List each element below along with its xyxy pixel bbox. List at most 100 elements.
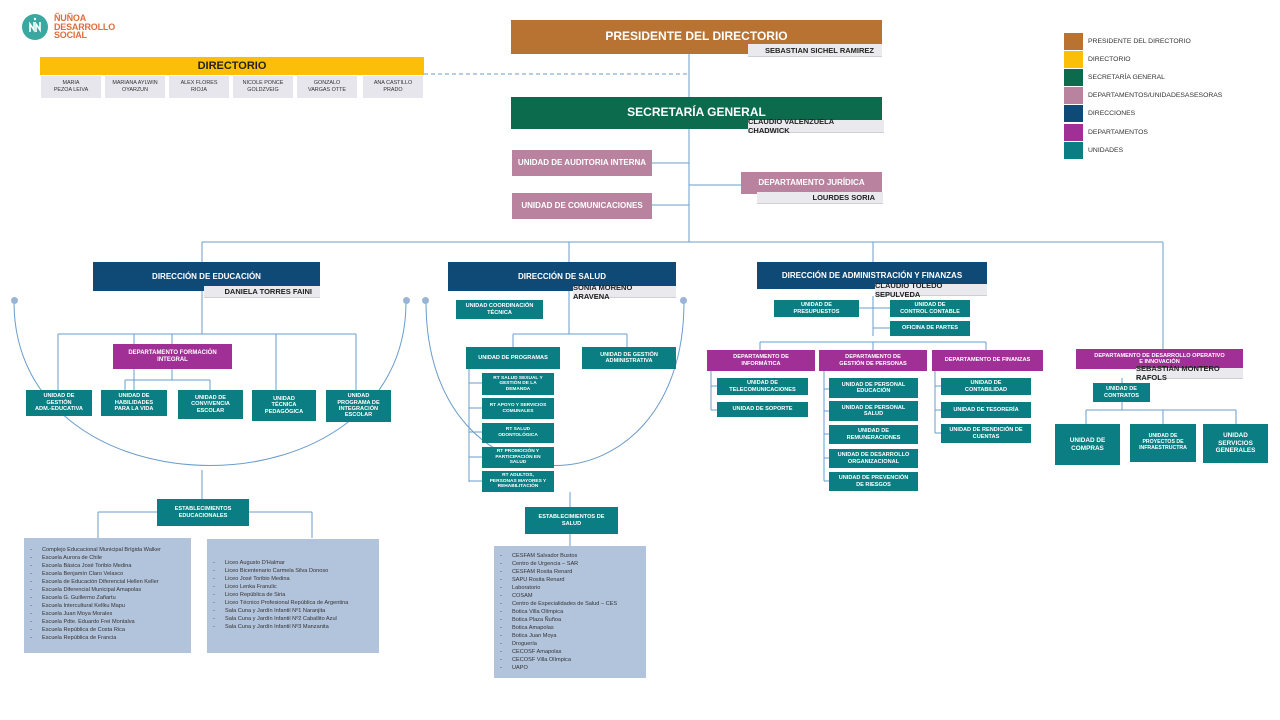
- directorio-member: NICOLE PONCE GOLDZVEIG: [233, 76, 293, 98]
- edu-unit: UNIDAD DE GESTIÓN ADM.-EDUCATIVA: [26, 390, 92, 416]
- rt-unit: RT SALUD SEXUAL Y GESTIÓN DE LA DEMANDA: [482, 373, 554, 395]
- legend-item: UNIDADES: [1064, 141, 1222, 159]
- legend-item: DEPARTAMENTOS: [1064, 123, 1222, 141]
- logo-line: ÑUÑOA: [54, 13, 86, 24]
- finanzas-unit: UNIDAD DE CONTABILIDAD: [941, 378, 1031, 395]
- secretaria-name: CLAUDIO VALENZUELA CHADWICK: [748, 117, 884, 135]
- dept-gestion-personas: DEPARTAMENTO DE GESTIÓN DE PERSONAS: [819, 350, 927, 371]
- directorio-box: DIRECTORIO: [40, 57, 424, 75]
- dept-informatica: DEPARTAMENTO DE INFORMÁTICA: [707, 350, 815, 371]
- legend-swatch: [1064, 105, 1083, 123]
- dept-finanzas: DEPARTAMENTO DE FINANZAS: [932, 350, 1043, 371]
- directorio-member: GONZALO VARGAS OTTE: [297, 76, 357, 98]
- rt-unit: RT APOYO Y SERVICIOS COMUNALES: [482, 398, 554, 419]
- connector-dot: [422, 297, 429, 304]
- health-center-item: -Droguería: [500, 641, 537, 647]
- connector-dot: [11, 297, 18, 304]
- presidente-name: SEBASTIAN SICHEL RAMIREZ: [748, 44, 882, 57]
- legend-swatch: [1064, 123, 1083, 141]
- directorio-member: MARIANA AYLWIN OYARZUN: [105, 76, 165, 98]
- nn-logo-icon: [22, 14, 48, 40]
- school-item: -Escuela Benjamín Claro Velasco: [30, 571, 124, 577]
- unidad-presupuestos: UNIDAD DE PRESUPUESTOS: [774, 300, 859, 317]
- legend-item: SECRETARÍA GENERAL: [1064, 68, 1222, 86]
- health-center-item: -CESFAM Rosita Renard: [500, 569, 573, 575]
- health-center-item: -SAPU Rosita Renard: [500, 577, 565, 583]
- health-center-item: -Centro de Especialidades de Salud – CES: [500, 601, 618, 607]
- personas-unit: UNIDAD DE PERSONAL EDUCACIÓN: [829, 378, 918, 398]
- unidad-control-contable: UNIDAD DE CONTROL CONTABLE: [890, 300, 970, 317]
- schools-list-left: -Complejo Educacional Municipal Brígida …: [24, 538, 191, 653]
- legend-swatch: [1064, 50, 1083, 68]
- logo: ÑUÑOA DESARROLLO SOCIAL: [22, 14, 115, 40]
- oficina-partes: OFICINA DE PARTES: [890, 321, 970, 336]
- unidad-programas: UNIDAD DE PROGRAMAS: [466, 347, 560, 369]
- health-center-item: -Centro de Urgencia – SAR: [500, 561, 579, 567]
- dept-desarrollo: DEPARTAMENTO DE DESARROLLO OPERATIVO E I…: [1076, 349, 1243, 369]
- desarrollo-unit: UNIDAD SERVICIOS GENERALES: [1203, 424, 1268, 463]
- legend-item: DIRECTORIO: [1064, 50, 1222, 68]
- health-center-item: -Botica Plaza Ñuñoa: [500, 617, 562, 623]
- school-item: -Complejo Educacional Municipal Brígida …: [30, 547, 161, 553]
- logo-line: SOCIAL: [54, 30, 87, 41]
- salud-name: SONIA MORENO ARAVENA: [573, 283, 676, 301]
- finanzas-unit: UNIDAD DE RENDICIÓN DE CUENTAS: [941, 424, 1031, 443]
- legend-item: PRESIDENTE DEL DIRECTORIO: [1064, 32, 1222, 50]
- desarrollo-name: SEBASTIÁN MONTERO RAFOLS: [1136, 364, 1243, 382]
- school-item: -Escuela de Educación Diferencial Hellen…: [30, 579, 159, 585]
- directorio-member: ALEX FLORES RIOJA: [169, 76, 229, 98]
- legend-swatch: [1064, 68, 1083, 86]
- schools-list-right: -Liceo Augusto D'Halmar -Liceo Bicentenar…: [207, 539, 379, 653]
- desarrollo-unit: UNIDAD DE PROYECTOS DE INFRAESTRUCTRA: [1130, 424, 1196, 462]
- school-item: -Liceo Augusto D'Halmar: [213, 560, 285, 566]
- health-center-item: -Botica Juan Moya: [500, 633, 557, 639]
- health-center-item: -Laboratorio: [500, 585, 541, 591]
- coordinacion-tecnica: UNIDAD COORDINACIÓN TÉCNICA: [456, 300, 543, 319]
- legend-swatch: [1064, 141, 1083, 159]
- health-center-item: -CECOSF Villa Olímpica: [500, 657, 571, 663]
- legend-label: SECRETARÍA GENERAL: [1088, 73, 1165, 81]
- health-center-item: -UAPO: [500, 665, 528, 671]
- formacion-dept: DEPARTAMENTO FORMACIÓN INTEGRAL: [113, 344, 232, 369]
- school-item: -Escuela Intercultural Kellku Mapu: [30, 603, 126, 609]
- educacion-name: DANIELA TORRES FAINI: [204, 286, 320, 298]
- unidad-gestion-administrativa: UNIDAD DE GESTIÓN ADMINISTRATIVA: [582, 347, 676, 369]
- informatica-unit: UNIDAD DE SOPORTE: [717, 402, 808, 417]
- school-item: -Escuela Aurora de Chile: [30, 555, 103, 561]
- school-item: -Escuela Juan Moya Morales: [30, 611, 113, 617]
- health-centers-list: -CESFAM Salvador Bustos-Centro de Urgenc…: [494, 546, 646, 678]
- school-item: -Escuela Básica José Toribio Medina: [30, 563, 132, 569]
- school-item: -Liceo Lenka Franulic: [213, 584, 277, 590]
- juridica-box: DEPARTAMENTO JURÍDICA: [741, 172, 882, 194]
- legend-label: DEPARTAMENTOS: [1088, 128, 1148, 136]
- health-center-item: -COSAM: [500, 593, 533, 599]
- school-item: -Sala Cuna y Jardín Infantil Nº1 Naranji…: [213, 608, 326, 614]
- juridica-name: LOURDES SORIA: [757, 192, 883, 204]
- edu-unit: UNIDAD DE HABILIDADES PARA LA VIDA: [101, 390, 167, 416]
- finanzas-unit: UNIDAD DE TESORERÍA: [941, 402, 1031, 418]
- school-item: -Escuela Pdte. Eduardo Frei Montalva: [30, 619, 135, 625]
- edu-unit: UNIDAD TÉCNICA PEDAGÓGICA: [252, 390, 316, 421]
- school-item: -Sala Cuna y Jardín Infantil Nº3 Manzani…: [213, 624, 329, 630]
- personas-unit: UNIDAD DE PERSONAL SALUD: [829, 401, 918, 421]
- directorio-member: MARIA PEZOA LEIVA: [41, 76, 101, 98]
- school-item: -Escuela Diferencial Municipal Amapolas: [30, 587, 142, 593]
- legend-item: DEPARTAMENTOS/UNIDADESASESORAS: [1064, 87, 1222, 105]
- directorio-member: ANA CASTILLO PRADO: [363, 76, 423, 98]
- legend-label: UNIDADES: [1088, 146, 1124, 154]
- legend-swatch: [1064, 32, 1083, 50]
- establecimientos-educacionales: ESTABLECIMIENTOS EDUCACIONALES: [157, 499, 249, 526]
- school-item: -Liceo Bicentenario Carmela Silva Donoso: [213, 568, 329, 574]
- legend-label: DEPARTAMENTOS/UNIDADESASESORAS: [1088, 92, 1223, 100]
- health-center-item: -Botica Amapolas: [500, 625, 554, 631]
- connector-dot: [403, 297, 410, 304]
- rt-unit: RT SALUD ODONTOLÓGICA: [482, 423, 554, 443]
- establecimientos-salud: ESTABLECIMIENTOS DE SALUD: [525, 507, 618, 534]
- auditoria-box: UNIDAD DE AUDITORIA INTERNA: [512, 150, 652, 176]
- logo-line: DESARROLLO: [54, 21, 116, 32]
- personas-unit: UNIDAD DE PREVENCIÓN DE RIESGOS: [829, 472, 918, 491]
- finanzas-name: CLAUDIO TOLEDO SEPULVEDA: [875, 281, 987, 299]
- logo-text: ÑUÑOA DESARROLLO SOCIAL: [54, 14, 115, 40]
